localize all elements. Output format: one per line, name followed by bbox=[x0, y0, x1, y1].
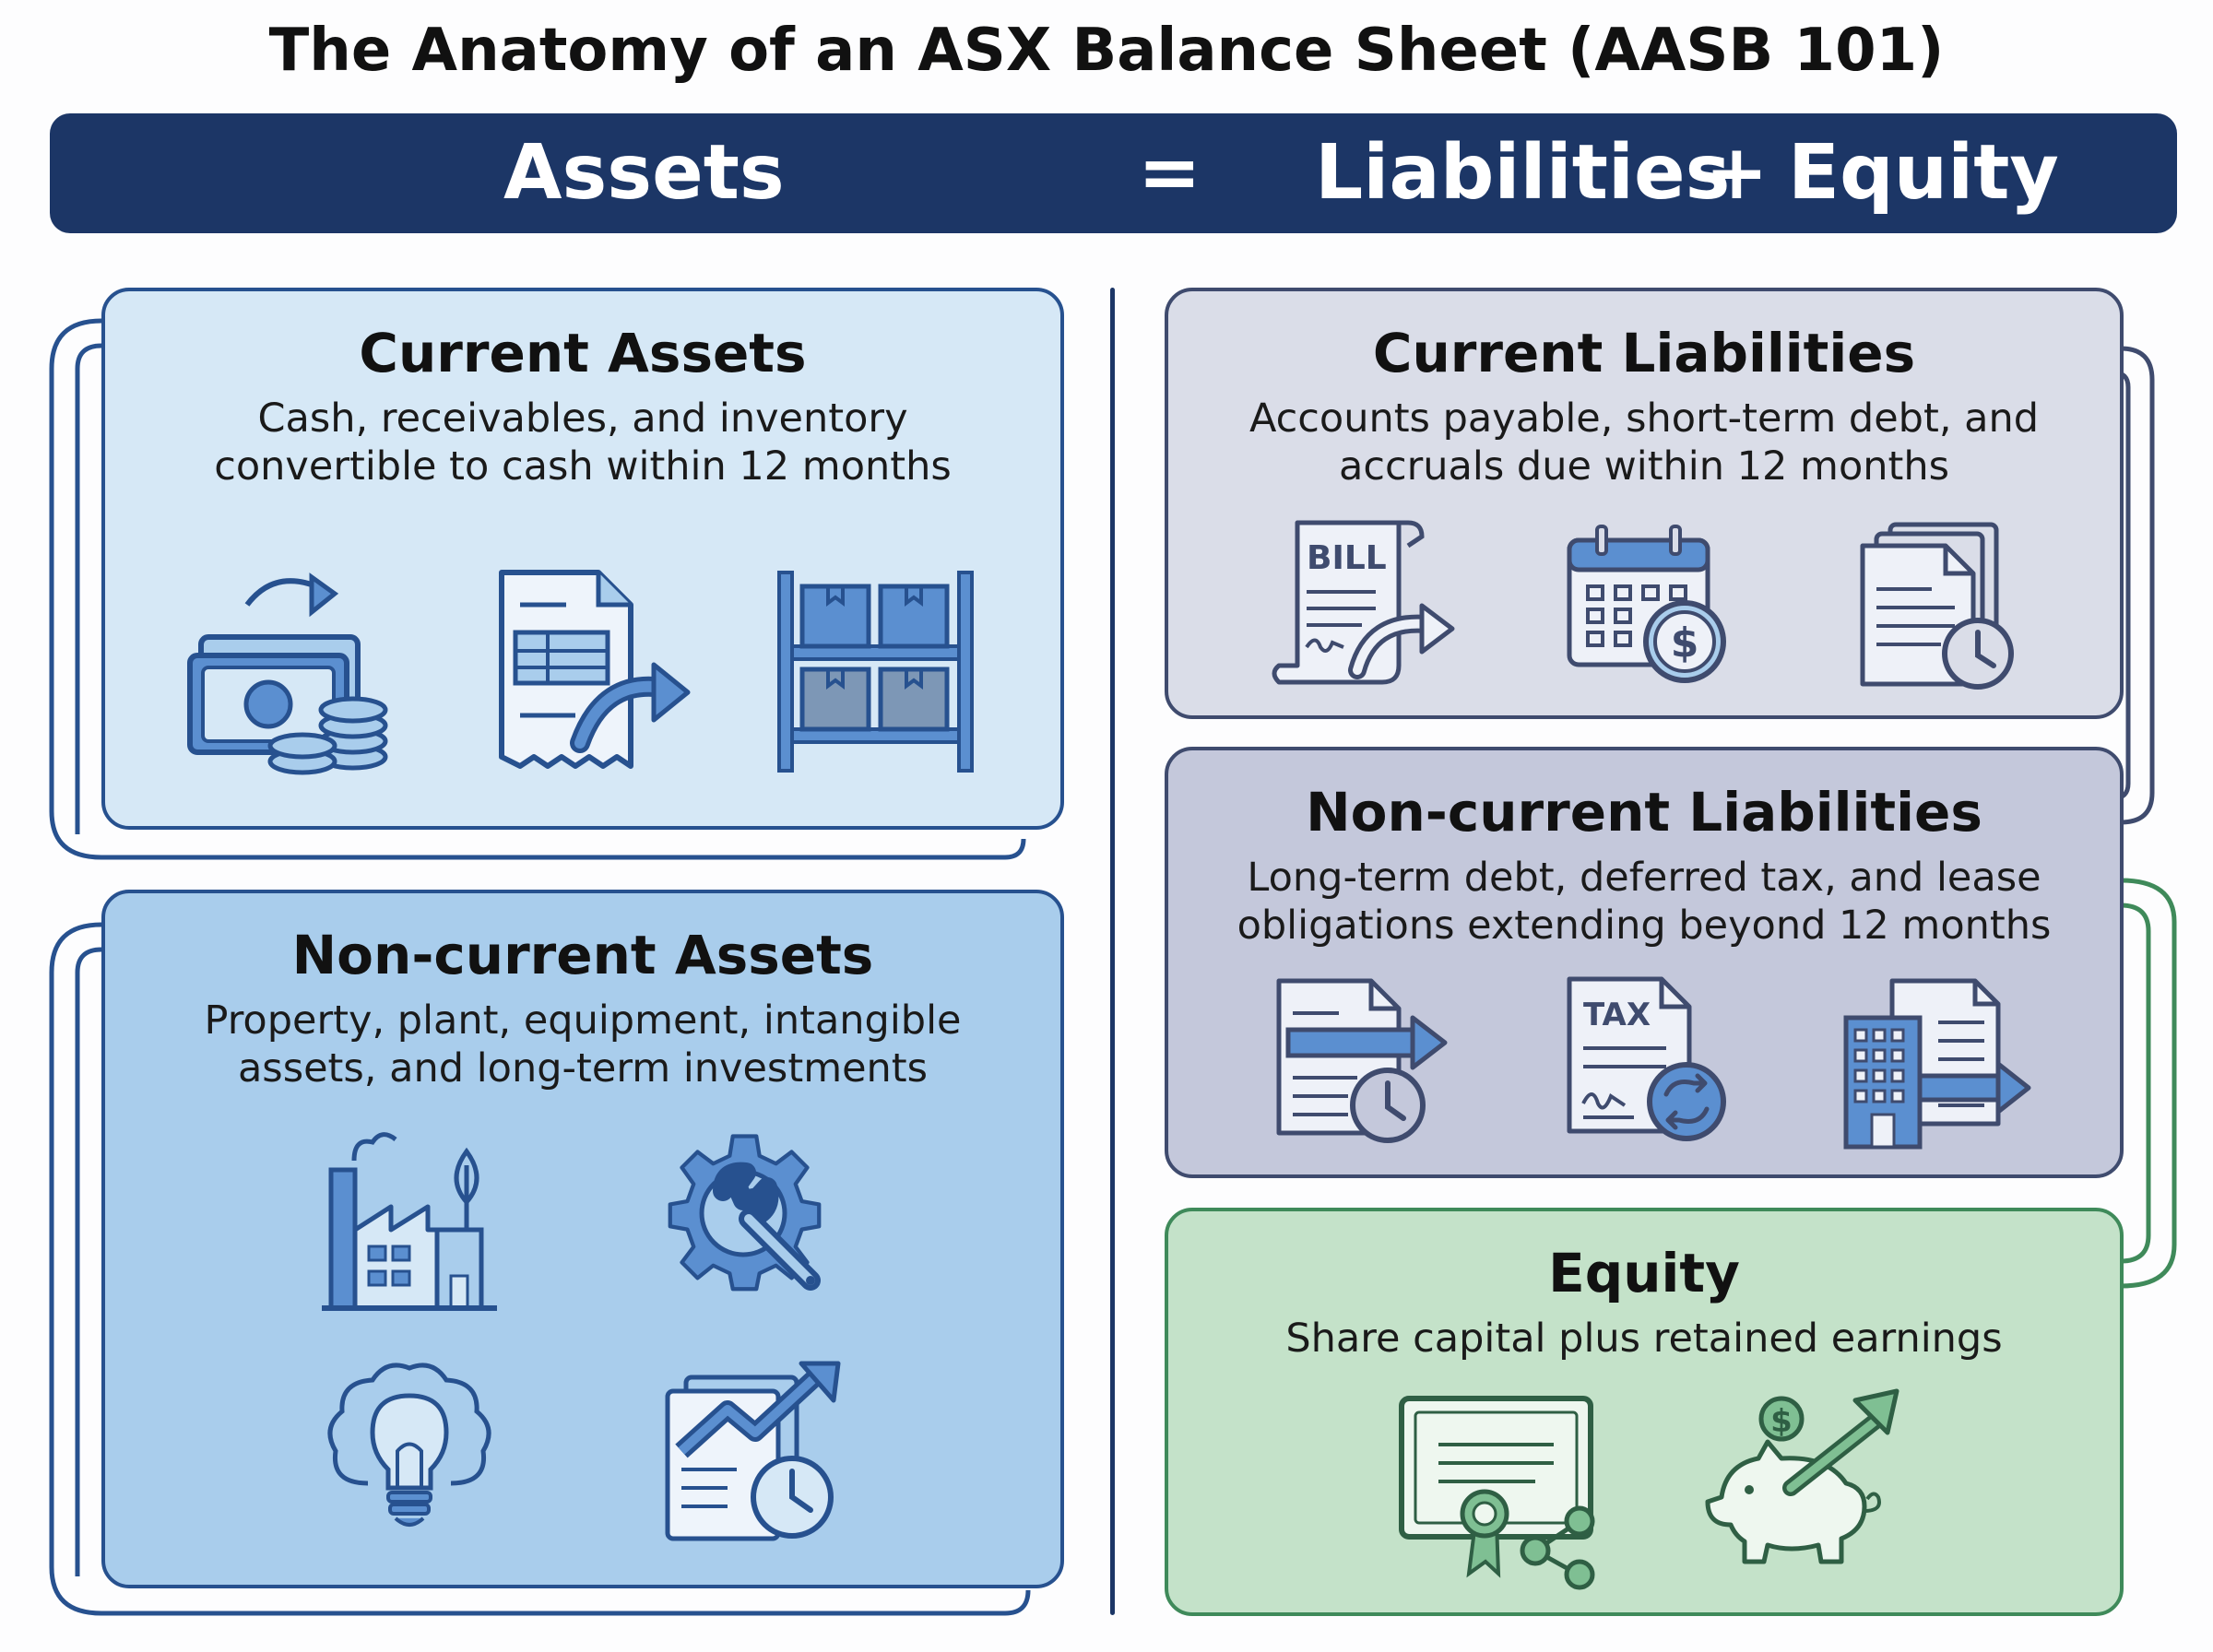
long-term-debt-icon bbox=[1274, 976, 1450, 1147]
non-current-assets-desc-line2: assets, and long-term investments bbox=[237, 1045, 929, 1092]
current-assets-description: Cash, receivables, and inventory convert… bbox=[142, 395, 1024, 490]
deferred-tax-icon: TAX bbox=[1565, 974, 1731, 1145]
document-clock-icon bbox=[1858, 520, 2024, 690]
current-assets-card: Current Assets Cash, receivables, and in… bbox=[101, 288, 1064, 830]
cash-icon bbox=[183, 568, 395, 775]
non-current-liabilities-card: Non-current Liabilities Long-term debt, … bbox=[1165, 747, 2124, 1178]
non-current-liabilities-description: Long-term debt, deferred tax, and lease … bbox=[1205, 854, 2083, 950]
equation-liabilities: Liabilities bbox=[1315, 129, 1731, 217]
non-current-assets-desc-line1: Property, plant, equipment, intangible bbox=[204, 997, 962, 1044]
current-liabilities-card: Current Liabilities Accounts payable, sh… bbox=[1165, 288, 2124, 719]
gear-wrench-icon bbox=[658, 1128, 843, 1313]
factory-icon bbox=[317, 1128, 502, 1313]
non-current-assets-title: Non-current Assets bbox=[291, 924, 874, 986]
current-assets-title: Current Assets bbox=[359, 322, 807, 384]
page-title: The Anatomy of an ASX Balance Sheet (AAS… bbox=[268, 17, 1945, 85]
center-divider bbox=[1110, 288, 1115, 1615]
calendar-payment-icon: $ bbox=[1565, 522, 1731, 688]
bill-label: BILL bbox=[1307, 539, 1387, 577]
equity-card: Equity Share capital plus retained earni… bbox=[1165, 1208, 2124, 1616]
svg-text:$: $ bbox=[1770, 1403, 1793, 1440]
lease-building-icon bbox=[1837, 976, 2031, 1151]
equation-equals: = bbox=[1138, 129, 1201, 217]
investment-chart-icon bbox=[663, 1359, 847, 1543]
equation-assets: Assets bbox=[503, 129, 785, 217]
current-liabilities-title: Current Liabilities bbox=[1372, 322, 1916, 384]
current-liabilities-desc-line2: accruals due within 12 months bbox=[1338, 443, 1950, 490]
non-current-liabilities-desc-line1: Long-term debt, deferred tax, and lease bbox=[1247, 855, 2041, 901]
equation-plus: + bbox=[1705, 129, 1769, 217]
tax-label: TAX bbox=[1583, 997, 1651, 1033]
equation-equity: Equity bbox=[1788, 129, 2059, 217]
accounting-equation-bar: Assets = Liabilities + Equity bbox=[50, 113, 2177, 233]
current-liabilities-description: Accounts payable, short-term debt, and a… bbox=[1205, 395, 2083, 490]
non-current-assets-description: Property, plant, equipment, intangible a… bbox=[142, 997, 1024, 1092]
receivable-invoice-icon bbox=[492, 568, 695, 775]
current-assets-desc-line2: convertible to cash within 12 months bbox=[214, 443, 952, 490]
share-certificate-icon bbox=[1397, 1394, 1609, 1590]
current-liabilities-desc-line1: Accounts payable, short-term debt, and bbox=[1249, 395, 2040, 442]
bill-icon: BILL bbox=[1270, 518, 1455, 685]
non-current-assets-card: Non-current Assets Property, plant, equi… bbox=[101, 890, 1064, 1588]
lightbulb-brain-icon bbox=[322, 1354, 497, 1539]
non-current-liabilities-desc-line2: obligations extending beyond 12 months bbox=[1237, 903, 2052, 949]
non-current-liabilities-title: Non-current Liabilities bbox=[1306, 781, 1982, 844]
current-assets-desc-line1: Cash, receivables, and inventory bbox=[257, 395, 908, 442]
equity-desc-line1: Share capital plus retained earnings bbox=[1285, 1316, 2003, 1362]
inventory-shelf-icon bbox=[775, 568, 977, 775]
equity-description: Share capital plus retained earnings bbox=[1205, 1315, 2083, 1363]
svg-text:$: $ bbox=[1671, 620, 1699, 667]
equity-title: Equity bbox=[1548, 1242, 1740, 1304]
piggy-bank-growth-icon: $ bbox=[1703, 1386, 1906, 1580]
